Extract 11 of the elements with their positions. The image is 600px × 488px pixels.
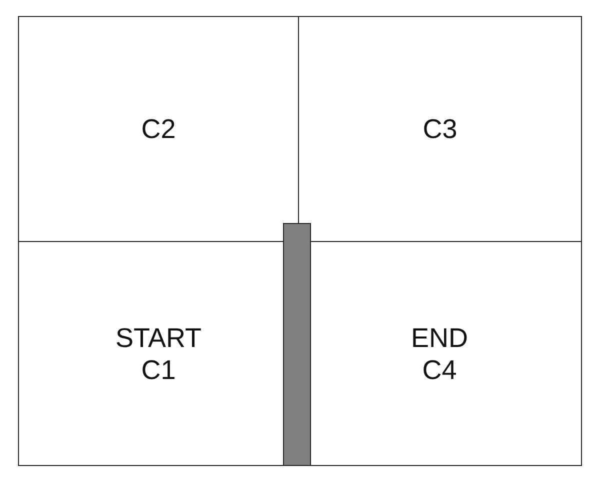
grid-cell <box>18 16 299 241</box>
grid-cell <box>18 241 283 466</box>
cell-label: END <box>410 322 468 354</box>
grid-cell <box>299 16 582 241</box>
grid-cell <box>311 241 582 466</box>
cell-label: START <box>115 322 202 354</box>
cell-label: C1 <box>141 354 176 386</box>
wall-bar <box>283 223 311 466</box>
cell-label: C2 <box>141 113 176 145</box>
cell-label: C4 <box>422 354 457 386</box>
cell-label: C3 <box>422 113 458 145</box>
